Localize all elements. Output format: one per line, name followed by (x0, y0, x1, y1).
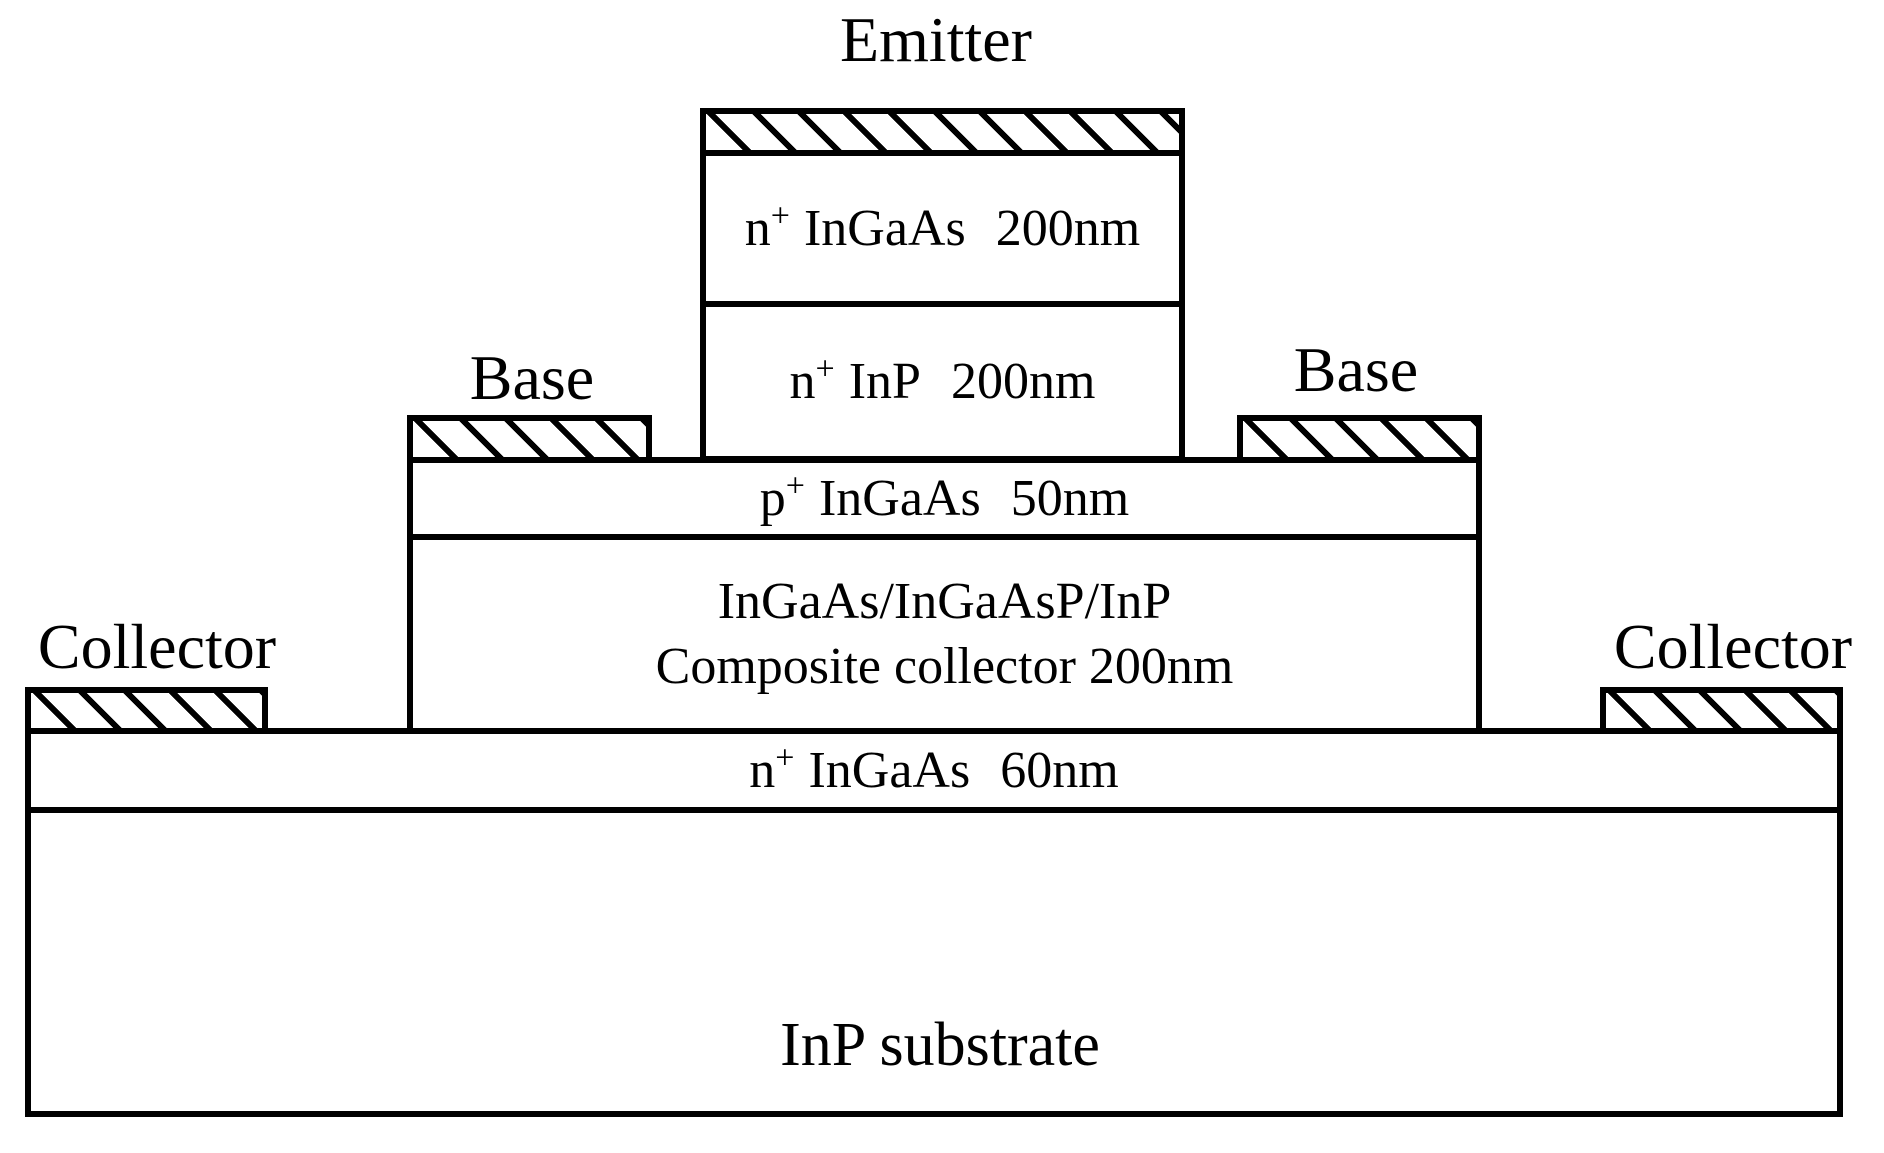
collector-contact-pad-right (1600, 687, 1843, 734)
composite-collector-layer: InGaAs/InGaAsP/InP Composite collector 2… (407, 534, 1482, 734)
collector-contact-pad-left (25, 687, 268, 734)
base-contact-pad-right (1237, 415, 1482, 463)
substrate-label: InP substrate (780, 1011, 1100, 1079)
base-contact-pad-left (407, 415, 652, 463)
emitter-terminal-label: Emitter (840, 4, 1032, 75)
base-terminal-label-left: Base (469, 342, 595, 413)
base-terminal-label-right: Base (1293, 334, 1419, 405)
collector-terminal-label-left: Collector (37, 611, 277, 682)
emitter-contact-pad (700, 108, 1185, 156)
collector-terminal-label-right: Collector (1613, 611, 1853, 682)
composite-collector-label: InGaAs/InGaAsP/InP Composite collector 2… (655, 573, 1234, 695)
